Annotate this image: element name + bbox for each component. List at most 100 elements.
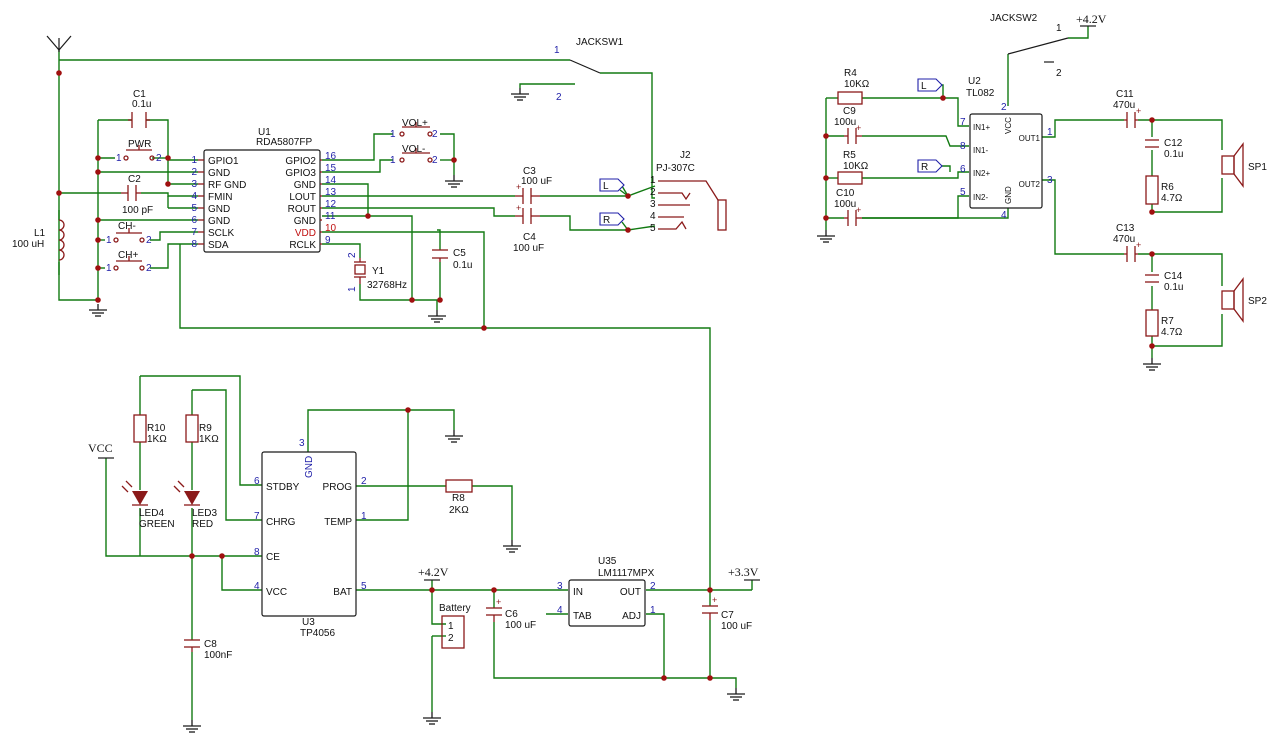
v42-label: +4.2V	[418, 565, 449, 579]
junction-dot	[409, 297, 415, 303]
u2-pin-number: 1	[1047, 127, 1053, 138]
u35-ref: U35	[598, 556, 617, 567]
r7-value: 4.7Ω	[1161, 327, 1183, 338]
junction-dot	[823, 215, 829, 221]
u3-pin-number: 2	[361, 476, 367, 487]
vol-plus-button[interactable]: VOL+ 1 2	[390, 118, 438, 140]
u3-pin-name: BAT	[333, 587, 352, 598]
junction-dot	[95, 217, 101, 223]
j2-ref: J2	[680, 150, 691, 161]
u1-pin-number: 11	[325, 211, 336, 222]
led3-value: RED	[192, 519, 213, 530]
ch-minus-button[interactable]: CH- 1 2	[106, 221, 152, 246]
c8-value: 100nF	[204, 650, 232, 661]
net-label-r-text: R	[921, 162, 928, 173]
l1-ref: L1	[34, 228, 46, 239]
u2-pin-name: OUT1	[1019, 134, 1041, 143]
u1-pin-number: 15	[325, 163, 337, 174]
u3-pin-name: PROG	[323, 482, 353, 493]
resistor-r5: R5 10KΩ	[837, 150, 869, 185]
inductor-l1: L1 100 uH	[12, 219, 65, 261]
c3-ref: C3	[523, 166, 536, 177]
u2-ref: U2	[968, 76, 981, 87]
junction-dot	[429, 587, 435, 593]
y1-pin2: 2	[347, 252, 358, 258]
u3-part: TP4056	[300, 628, 335, 639]
net-label-r: R	[599, 212, 625, 226]
j2-pin: 5	[650, 223, 656, 234]
u2-pin-number: 7	[960, 117, 966, 128]
c10-ref: C10	[836, 188, 855, 199]
c5-value: 0.1u	[453, 260, 472, 271]
u2-pin-name: IN2+	[973, 169, 990, 178]
resistor-r10: R10 1KΩ	[133, 414, 167, 445]
junction-dot	[95, 155, 101, 161]
ch-plus-button[interactable]: CH+ 1 2	[106, 250, 152, 274]
jacksw1-switch: JACKSW1 1 2	[554, 37, 624, 103]
vol-plus-pin2: 2	[432, 129, 438, 140]
polarity-plus-icon: +	[712, 595, 717, 605]
ch-plus-pin1: 1	[106, 263, 112, 274]
u2-pin-name: IN1+	[973, 123, 990, 132]
u1-pin-number: 12	[325, 199, 337, 210]
u3-pin-number: 6	[254, 476, 260, 487]
wires	[58, 26, 1223, 720]
led-led3: LED3 RED	[173, 480, 217, 530]
ground-icon	[1142, 357, 1162, 371]
c14-value: 0.1u	[1164, 282, 1183, 293]
j2-pin: 1	[650, 175, 656, 186]
v42-label: +4.2V	[1076, 12, 1107, 26]
u2-pin-number: 2	[1001, 102, 1007, 113]
c11-ref: C11	[1116, 89, 1134, 100]
c7-value: 100 uF	[721, 621, 752, 632]
pwr-button[interactable]: PWR 1 2	[116, 139, 162, 164]
vol-minus-ref: VOL-	[402, 144, 425, 155]
r4-value: 10KΩ	[844, 79, 870, 90]
capacitor-c5: C5 0.1u	[432, 248, 472, 271]
u3-ref: U3	[302, 617, 315, 628]
capacitor-c9: + C9 100u	[834, 106, 862, 144]
u3-pin-number: 1	[361, 511, 367, 522]
capacitor-c3: + C3 100 uF	[515, 166, 552, 204]
u3-pin-name: CE	[266, 552, 280, 563]
polarity-plus-icon: +	[1136, 106, 1141, 116]
ground-icon	[427, 309, 447, 323]
polarity-plus-icon: +	[516, 182, 521, 192]
junction-dot	[625, 193, 631, 199]
u1-pin-name: GND	[294, 216, 316, 227]
u35-pin-number: 1	[650, 605, 656, 616]
light-emission-icon	[173, 485, 181, 493]
u2-pin-number: 6	[960, 164, 966, 175]
u3-pin-number: 7	[254, 511, 260, 522]
c13-ref: C13	[1116, 223, 1135, 234]
u2-pin-name: GND	[1004, 186, 1013, 204]
junctions	[56, 70, 1155, 681]
u1-pin-number: 9	[325, 235, 331, 246]
vol-minus-button[interactable]: VOL- 1 2	[390, 144, 438, 166]
u1-part: RDA5807FP	[256, 137, 312, 148]
u35-pin-number: 2	[650, 581, 656, 592]
net-label-l-u2: L	[917, 78, 943, 92]
vol-plus-ref: VOL+	[402, 118, 428, 129]
u1-pin-number: 6	[191, 215, 197, 226]
u3-pin-name: VCC	[266, 587, 287, 598]
u1-pin-name: VDD	[295, 228, 316, 239]
c11-value: 470u	[1113, 100, 1135, 111]
u35-pin-name: ADJ	[622, 611, 641, 622]
c5-ref: C5	[453, 248, 466, 259]
j2-part: PJ-307C	[656, 163, 695, 174]
u1-pin-number: 14	[325, 175, 337, 186]
power-v42-bottom: +4.2V	[418, 565, 449, 581]
ch-plus-pin2: 2	[146, 263, 152, 274]
u3-pin-number: 4	[254, 581, 260, 592]
r6-ref: R6	[1161, 182, 1174, 193]
power-vcc: VCC	[88, 441, 114, 459]
ic-u35: U35 LM1117MPX 3 IN 4 TAB 2 OUT 1 ADJ	[557, 556, 656, 627]
light-emission-icon	[121, 485, 129, 493]
u35-part: LM1117MPX	[598, 568, 655, 579]
junction-dot	[56, 70, 62, 76]
u3-pin-name: TEMP	[324, 517, 352, 528]
junction-dot	[940, 95, 946, 101]
